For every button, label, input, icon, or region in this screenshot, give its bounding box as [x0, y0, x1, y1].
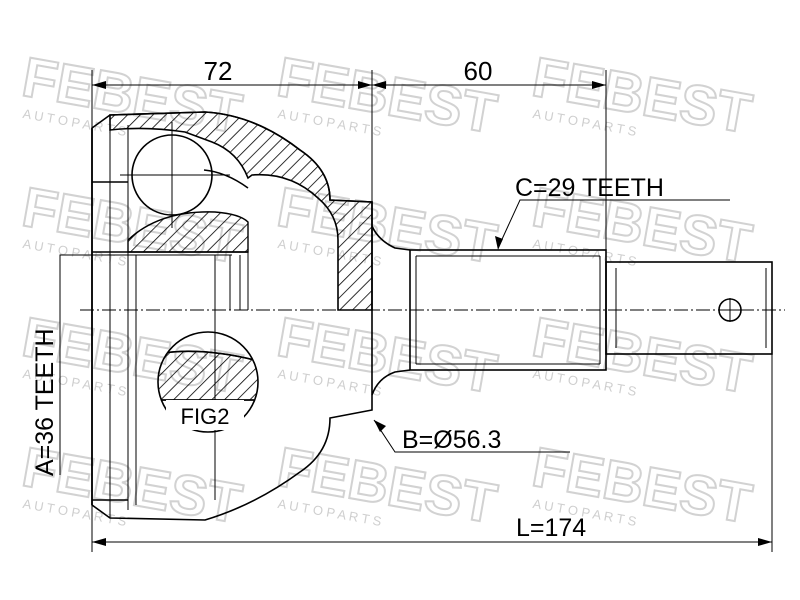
watermark-logo: FEBEST A U T O P A R T S	[272, 304, 503, 406]
spline-c-label: C=29 TEETH	[515, 174, 664, 202]
watermark-brand: FEBEST	[528, 45, 757, 145]
diameter-b-label: B=Ø56.3	[402, 426, 501, 454]
watermark-logo: FEBEST A U T O P A R T S	[527, 44, 758, 146]
watermark-logo: FEBEST A U T O P A R T S	[272, 174, 503, 276]
overall-length-label: L=174	[516, 514, 586, 542]
dimension-label-60: 60	[464, 56, 493, 86]
watermark-logo: FEBEST A U T O P A R T S	[527, 304, 758, 406]
watermark-brand: FEBEST	[273, 305, 502, 405]
fig2-label: FIG2	[181, 404, 230, 429]
fig2-detail: FIG2	[157, 331, 259, 433]
spline-a-label: A=36 TEETH	[31, 328, 59, 476]
dimension-label-72: 72	[204, 56, 233, 86]
dimensions	[59, 70, 773, 552]
watermark-brand: FEBEST	[528, 305, 757, 405]
cv-joint-housing	[91, 111, 773, 521]
